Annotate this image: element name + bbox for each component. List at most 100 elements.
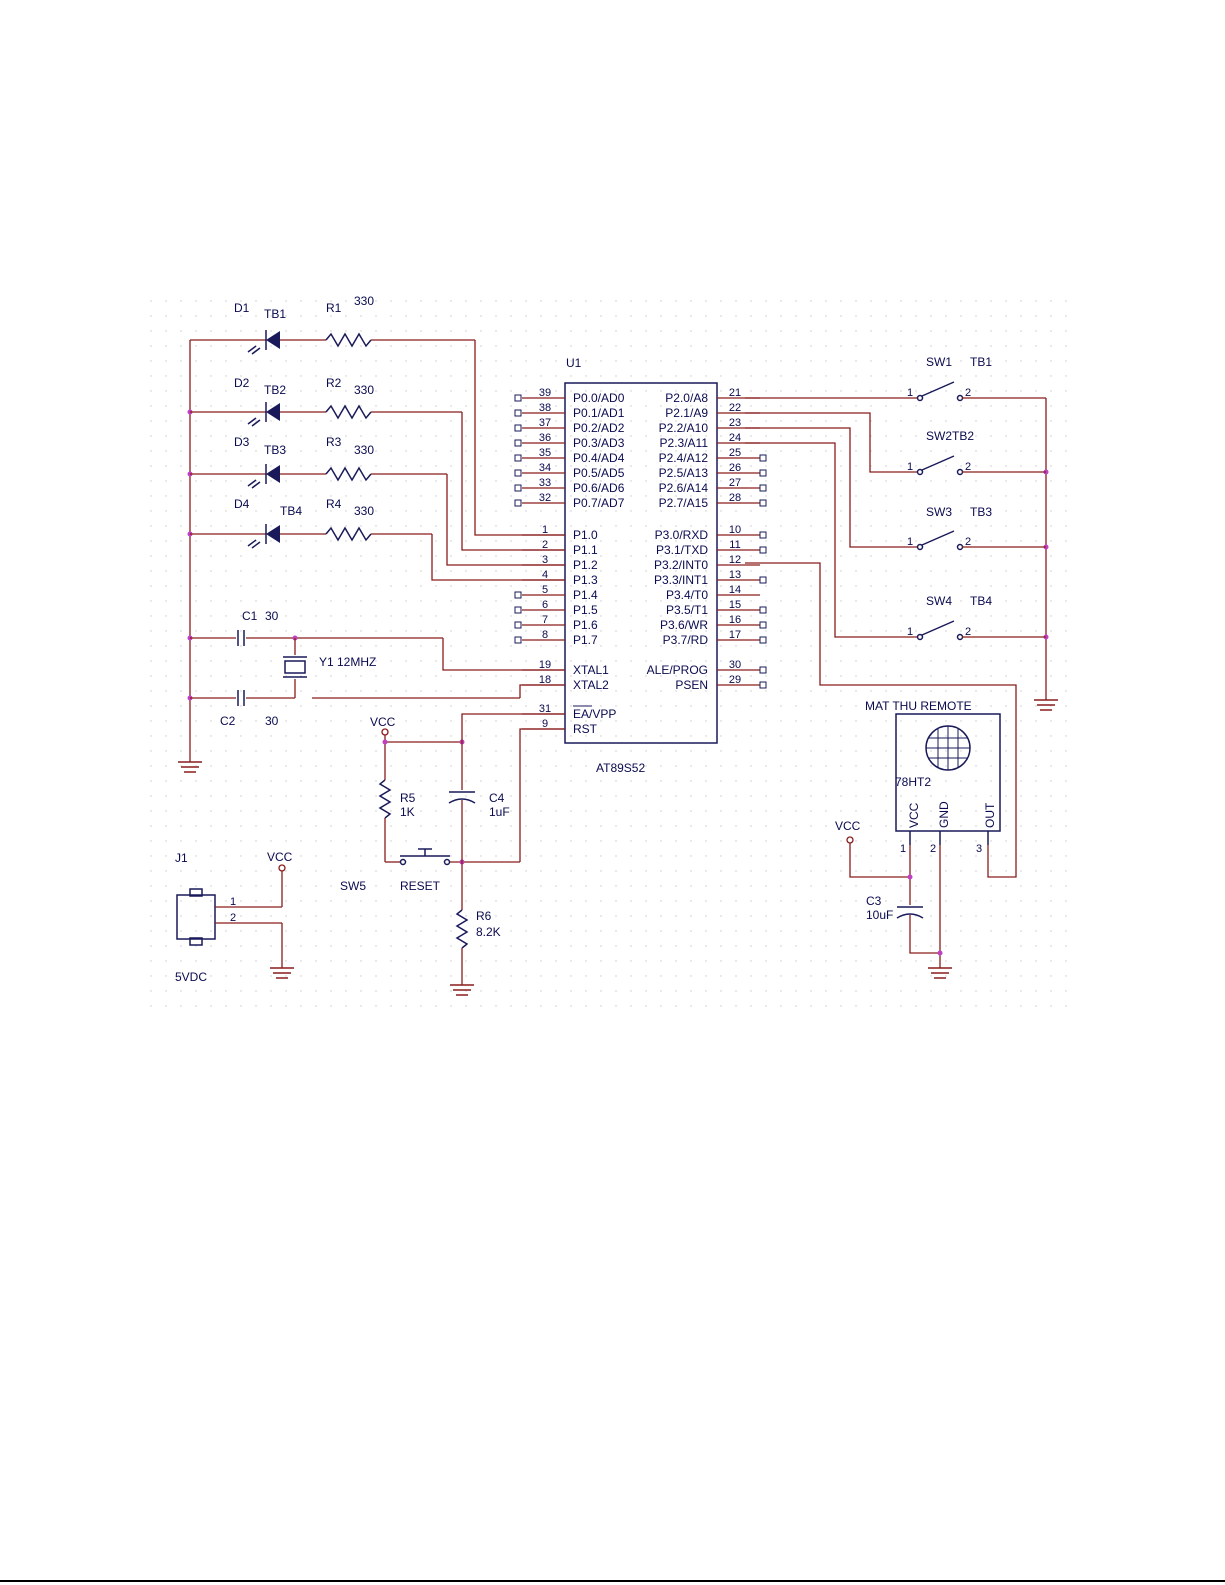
mcu-pin-left: 37 P0.2/AD2 [514,417,625,435]
label-c1-value: 30 [265,609,279,623]
label-c3: C3 [866,894,882,908]
mcu-pin-left: 2 P1.1 [522,539,598,557]
mcu-pin-number: 15 [729,599,741,611]
capacitor-c3 [896,906,924,919]
mcu-pin-name: P1.1 [573,543,598,557]
mcu-pin-number: 33 [539,477,551,489]
mcu-pin-number: 29 [729,674,741,686]
switch-sw4[interactable] [916,620,964,641]
mcu-pin-number: 37 [539,417,551,429]
mcu-pin-name: PSEN [675,678,708,692]
mcu-pin-number: 16 [729,614,741,626]
label-j1: J1 [175,851,188,865]
mcu-pin-number: 2 [542,539,548,551]
switch-sw2[interactable] [916,455,964,476]
mcu-pin-number: 38 [539,402,551,414]
mcu-pin-name: P0.7/AD7 [573,496,625,510]
label-ir-gnd-pin: GND [937,801,951,828]
label-d2: D2 [234,376,250,390]
label-r1-value: 330 [354,294,374,308]
label-sw3-pin2: 2 [965,536,971,548]
mcu-pin-name: ALE/PROG [647,663,708,677]
mcu-pin-number: 19 [539,659,551,671]
label-ir-part: 78HT2 [895,775,931,789]
mcu-pin-name: P0.5/AD5 [573,466,625,480]
mcu-pin-number: 28 [729,492,741,504]
mcu-pin-name: P0.1/AD1 [573,406,625,420]
reset-pushbutton[interactable] [399,848,451,866]
led-d3 [247,464,280,489]
switch-sw3[interactable] [916,530,964,551]
right-pin-list: 21P2.0/A822P2.1/A923P2.2/A1024P2.3/A1125… [647,387,767,692]
mcu-pin-name: P1.2 [573,558,598,572]
mcu-pin-name: P2.6/A14 [659,481,709,495]
mcu-pin-number: 23 [729,417,741,429]
mcu-pin-number: 25 [729,447,741,459]
label-sw2: SW2TB2 [926,429,974,443]
label-j1-value: 5VDC [175,970,207,984]
label-d1: D1 [234,301,250,315]
mcu-pin-number: 6 [542,599,548,611]
resistor-r6 [455,909,469,949]
label-r6: R6 [476,909,492,923]
mcu-pin-name: P0.4/AD4 [573,451,625,465]
label-sw1-tb: TB1 [970,355,992,369]
resistor-r2 [325,404,372,420]
mcu-pin-right: 29 PSEN [675,674,767,692]
label-sw4-pin1: 1 [907,626,913,638]
label-ir-vcc-pin: VCC [907,802,921,828]
label-sw4-pin2: 2 [965,626,971,638]
label-sw4: SW4 [926,594,952,608]
ground-symbol [450,984,474,996]
ir-receiver: VCC GND OUT 1 2 3 MAT THU REMOTE 78HT2 V… [745,562,1017,979]
mcu-pin-number: 22 [729,402,741,414]
label-r4: R4 [326,497,342,511]
mcu-pin-name: P2.1/A9 [665,406,708,420]
label-r2-value: 330 [354,383,374,397]
label-tb2: TB2 [264,383,286,397]
led-d2 [247,402,280,427]
label-d3: D3 [234,435,250,449]
label-sw3-pin1: 1 [907,536,913,548]
mcu-pin-number: 8 [542,629,548,641]
mcu-pin-name: P0.0/AD0 [573,391,625,405]
label-sw5: SW5 [340,879,366,893]
mcu-pin-name: P0.2/AD2 [573,421,625,435]
mcu-pin-left: 39 P0.0/AD0 [514,387,625,405]
mcu-pin-name: EA/VPP [573,707,616,721]
label-c4-value: 1uF [489,805,510,819]
label-r5: R5 [400,791,416,805]
mcu-pin-name: P0.3/AD3 [573,436,625,450]
mcu-pin-number: 18 [539,674,551,686]
mcu-pin-number: 32 [539,492,551,504]
mcu-pin-number: 39 [539,387,551,399]
capacitor-c2 [237,690,245,706]
mcu-pin-number: 24 [729,432,741,444]
mcu-pin-number: 26 [729,462,741,474]
label-j1-vcc: VCC [267,850,293,864]
switch-bank: SW1 TB1 1 2 SW2TB2 1 2 SW3 TB3 1 2 SW4 T… [745,355,1058,711]
label-sw1-pin2: 2 [965,387,971,399]
led-d1 [247,330,280,355]
mcu-pin-number: 13 [729,569,741,581]
mcu-pin-name: P3.1/TXD [656,543,708,557]
mcu-pin-name: P3.2/INT0 [654,558,708,572]
label-sw2-pin2: 2 [965,461,971,473]
